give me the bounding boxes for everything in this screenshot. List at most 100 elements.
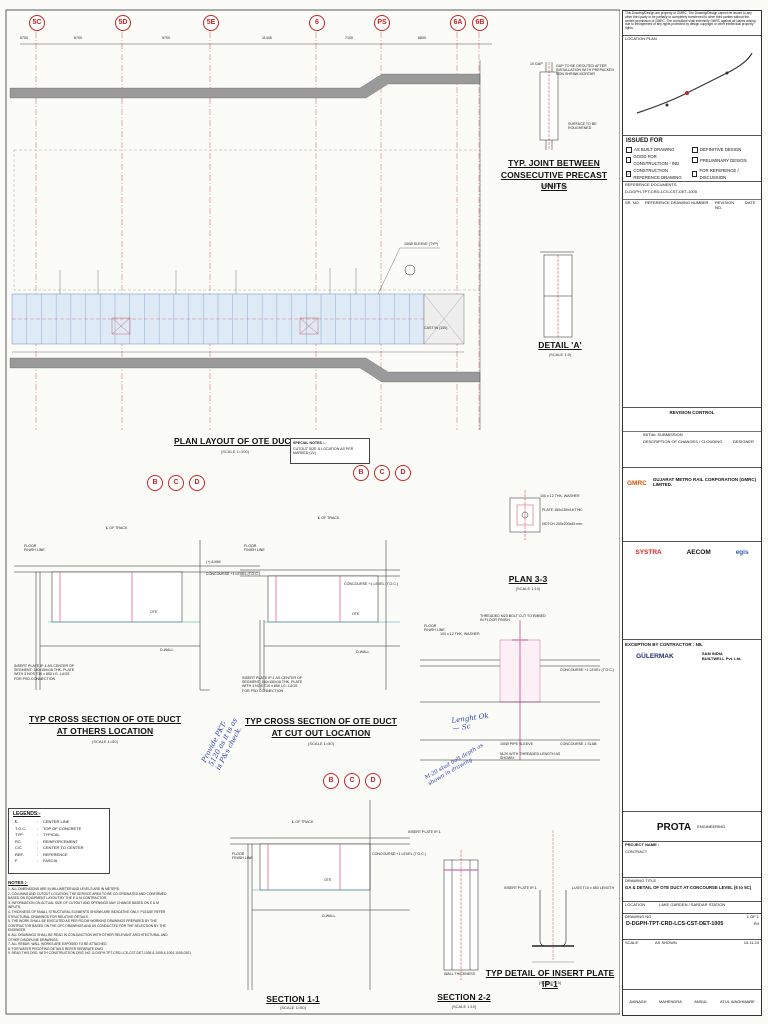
plan-cutouts — [111, 317, 319, 335]
insert-plate-scale: (SCALE 1:5) — [538, 980, 562, 985]
plate-label: PLATE 150x150x16 THK. — [542, 508, 583, 512]
cl-track-3: ℄ OF TRACK — [292, 820, 314, 824]
client-name: GUJARAT METRO RAIL CORPORATION (GMRC) LI… — [652, 477, 757, 487]
note-line: ENGINEER. — [8, 928, 27, 933]
note-line: 6. ALL DRAWINGS SHALL BE READ IN CONJUNC… — [8, 932, 168, 937]
grid-lines — [35, 32, 480, 430]
legend-code: TYP — [15, 832, 23, 837]
cl-track-1: ℄ OF TRACK — [106, 526, 128, 530]
checkbox-icon[interactable] — [692, 171, 698, 177]
drawing-number: D-DGPH-TPT-CRD-LCS-CST-DET-1005 — [626, 920, 724, 927]
client-section: GMRC GUJARAT METRO RAIL CORPORATION (GMR… — [623, 467, 761, 498]
grid-bubble-6a: 6A — [450, 15, 466, 31]
issued-option[interactable]: AS BUILT DRAWING — [626, 146, 692, 153]
concourse-slab: CONCOURSE 1 SLAB — [560, 742, 597, 746]
title-block: This Drawing/Design are property of GMRC… — [622, 10, 762, 1016]
contractor-exception: EXCEPTION BY CONTRACTOR : NIL — [625, 642, 703, 647]
section-cutout-title-1: TYP CROSS SECTION OF OTE DUCT — [245, 716, 397, 726]
notes-lines: 1. ALL DIMENSIONS ARE IN MILLIMETER AND … — [8, 887, 206, 956]
issued-option[interactable]: FOR REFERENCE / DISCUSSION — [692, 167, 758, 181]
ref-code: D-DGPH-TPT-CRD-LCS-CST-DET-1005 — [625, 188, 698, 194]
note-line: STRUCTURAL DRAWINGS FOR RELATIVE DETAILS… — [8, 914, 89, 919]
rev-no-header: SR. NO. — [625, 200, 640, 206]
issued-option[interactable]: ✓CONSTRUCTION REFERENCE DRAWING — [626, 167, 692, 181]
legend-item: TYP:TYPICAL — [9, 832, 109, 839]
location-label: LOCATION — [625, 902, 646, 907]
dwall-1: D-WALL — [160, 648, 174, 652]
special-notes-title: SPECIAL NOTES :- — [293, 441, 326, 445]
grid-bubble-c-1: C — [168, 475, 184, 491]
section-2-2-scale: (SCALE 1:10) — [451, 1004, 477, 1009]
floor-finish-2: FLOOR FINISH LINE — [244, 544, 265, 553]
issued-option[interactable]: GOOD FOR CONSTRUCTION - IND — [626, 153, 692, 167]
concourse-3: CONCOURSE +1 LEVEL (T.O.C.) — [560, 668, 615, 672]
sheet-border — [5, 9, 620, 1015]
detail-a-scale: (SCALE 1:5) — [548, 352, 572, 357]
sleeve-leaders — [59, 247, 440, 295]
drawing-title-section: DRAWING TITLE GA & DETAIL OF OTE DUCT AT… — [623, 877, 761, 902]
legend-code: F — [15, 858, 18, 863]
legend-colon: : — [37, 825, 39, 831]
joint-title-2: CONSECUTIVE PRECAST UNITS — [500, 170, 608, 191]
legend-item: C/C:CENTER TO CENTER — [9, 845, 109, 852]
detail-a-drawing — [540, 251, 574, 338]
legend-desc: CENTER LINE — [43, 819, 70, 824]
ref-header: REFERENCE DOCUMENTS — [625, 182, 677, 187]
grid-bubble-5e: 5E — [203, 15, 219, 31]
note-line: CONTRACTOR BASED ON THE GFC DRAWINGS AND… — [8, 923, 166, 928]
revision-control-title: REVISION CONTROL — [669, 410, 715, 415]
washer-label: 100 x 12 THK. WASHER — [540, 494, 580, 498]
grid-bubble-5c: 5C — [29, 15, 45, 31]
checked-box-icon[interactable]: ✓ — [626, 171, 632, 177]
threaded-note: M-20 WITH THREADED LENGTH AS SHOWN — [500, 752, 561, 761]
note-line: 9. READ THIS DRG. WITH CONSTRUCTION DRG.… — [8, 951, 191, 956]
floor-finish-1: FLOOR FINISH LINE — [24, 544, 45, 553]
detail-a-title: DETAIL 'A' — [538, 340, 582, 350]
issued-option[interactable]: PRELIMINARY DESIGN — [692, 153, 758, 167]
grid-bubble-d-3: D — [365, 773, 381, 789]
legend-desc: TOP OF CONCRETE — [43, 825, 82, 831]
dim-1: 6700 — [20, 36, 28, 40]
grid-bubble-b-2: B — [353, 465, 369, 481]
checkbox-icon[interactable] — [692, 157, 698, 163]
rev-col-designer: DESIGNER — [733, 438, 754, 444]
legend-code: ℄ — [15, 819, 18, 824]
checkbox-icon[interactable] — [692, 146, 698, 153]
issued-option-label: PRELIMINARY DESIGN — [700, 157, 747, 163]
legend-desc: CENTER TO CENTER — [43, 845, 84, 850]
aecom-logo: AECOM — [686, 548, 711, 556]
section-1-1-scale: (SCALE 1=50) — [280, 1005, 306, 1010]
cast-in-label: CAST IN (100) — [424, 326, 448, 330]
checkbox-icon[interactable] — [626, 157, 632, 163]
location-section: LOCATION LAKE GARDEN / SARDAR STATION — [623, 901, 761, 914]
grid-bubble-d-2: D — [395, 465, 411, 481]
general-notes: NOTES :- 1. ALL DIMENSIONS ARE IN MILLIM… — [8, 880, 206, 956]
legend-title: LEGENDS:- — [13, 811, 41, 817]
sheet-value: 1 OF 1 — [746, 914, 759, 919]
checkbox-icon[interactable] — [626, 146, 632, 153]
legend-item: REF.:REFERENCE — [9, 852, 109, 859]
grid-bubble-c-2: C — [374, 465, 390, 481]
drawing-title: GA & DETAIL OF OTE DUCT AT CONCOURSE LEV… — [625, 884, 752, 890]
special-note-1: CUTOUT SIZE & LOCATION AS PER MARKED (LV… — [293, 447, 354, 456]
note-line: OTHER DISCIPLINE DRAWINGS. — [8, 937, 59, 942]
joint-note-grout: GAP TO BE GROUTED AFTER INSTALLATION WIT… — [556, 64, 615, 77]
ip-note-2: INSERT PLATE IP-1 AS CENTER OF SEGMENT. … — [242, 676, 303, 693]
drawing-title-label: DRAWING TITLE — [625, 878, 657, 883]
wall-thickness: WALL THICKNESS — [444, 972, 476, 976]
location-plan-label: LOCATION PLAN — [625, 36, 657, 41]
section-1-1-title: SECTION 1-1 — [266, 994, 320, 1004]
legend-code: C/C — [15, 845, 22, 850]
section-2-2-title: SECTION 2-2 — [437, 992, 491, 1002]
legend-colon: : — [37, 838, 39, 844]
note-line: 3. INFORMATION ON ACTUAL SIZE OF CUTOUT … — [8, 900, 159, 905]
dim-4: 11445 — [262, 36, 272, 40]
bolt-note: THREADED M20 BOLT CUT TO EMBED IN FLOOR … — [480, 614, 546, 623]
section-others-title-2: AT OTHERS LOCATION — [56, 726, 154, 736]
legend-colon: : — [37, 832, 39, 837]
legend-item: ℄:CENTER LINE — [9, 819, 109, 826]
issued-option[interactable]: DEFINITIVE DESIGN — [692, 146, 758, 153]
